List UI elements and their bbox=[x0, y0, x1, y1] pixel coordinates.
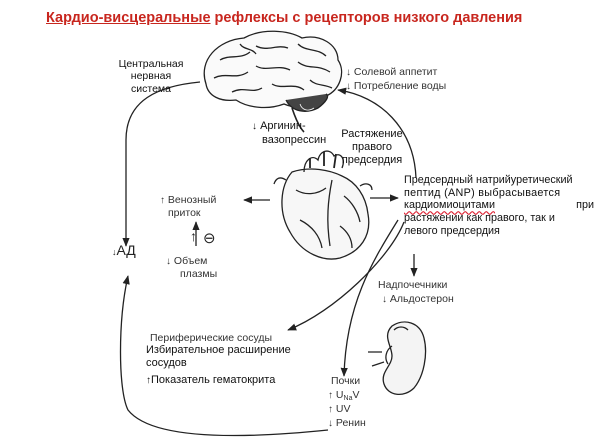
arrow-anp-to-vessels bbox=[287, 221, 405, 331]
venous-text-1: Венозный bbox=[167, 194, 217, 206]
stretch-line2: правого bbox=[352, 140, 392, 153]
plasma-volume-line1: ↓ Объем bbox=[166, 255, 207, 268]
down-arrow-icon: ↓ bbox=[166, 256, 171, 267]
renin-text: Ренин bbox=[335, 417, 366, 429]
uv-text: UV bbox=[335, 403, 351, 415]
up-arrow-icon: ↑ bbox=[160, 195, 165, 206]
kidney-uv: ↑ UV bbox=[328, 403, 351, 416]
water-intake-text: Потребление воды bbox=[353, 80, 447, 92]
down-arrow-icon: ↓ bbox=[252, 121, 257, 132]
blood-pressure-label: ↓АД bbox=[112, 242, 136, 258]
hematocrit-text: Показатель гематокрита bbox=[151, 374, 276, 386]
una-u: U bbox=[335, 389, 344, 401]
avp-label-line2: вазопрессин bbox=[262, 134, 327, 146]
stretch-line1: Растяжение bbox=[341, 128, 403, 140]
aldosterone-label: ↓ Альдостерон bbox=[382, 293, 454, 306]
title-part2: рефлексы с рецепторов низкого давления bbox=[210, 10, 523, 26]
anp-line2-text: пептид (ANP) выбрасывается bbox=[404, 186, 561, 199]
heart-illustration bbox=[273, 150, 373, 260]
arrow-cns-to-bp bbox=[122, 81, 201, 247]
anp-line2: пептид (ANP) выбрасывается bbox=[404, 187, 594, 200]
stretch-line3: предсердия bbox=[341, 153, 403, 166]
inhibition-sign: ⊖ bbox=[203, 230, 216, 247]
venous-return-line2: приток bbox=[168, 207, 201, 219]
cns-line2: нервная bbox=[130, 70, 172, 83]
down-arrow-icon: ↓ bbox=[328, 418, 333, 429]
diagram-title: Кардио-висцеральные рефлексы с рецепторо… bbox=[46, 10, 522, 27]
title-part1: Кардио-висцеральные bbox=[46, 10, 211, 26]
plasma-text-1: Объем bbox=[173, 255, 208, 267]
anp-line3-end: при bbox=[576, 199, 594, 212]
arrows bbox=[119, 81, 418, 437]
aldosterone-text: Альдостерон bbox=[389, 293, 454, 305]
arrow-kidney-to-bp bbox=[119, 275, 329, 437]
down-arrow-icon: ↓ bbox=[346, 81, 351, 92]
una-v: V bbox=[352, 389, 360, 401]
anp-description: Предсердный натрийуретический пептид (AN… bbox=[404, 174, 594, 238]
stretch-label: Растяжение правого предсердия bbox=[330, 128, 414, 167]
down-arrow-icon: ↓ bbox=[112, 247, 117, 257]
arrow-anp-to-kidney bbox=[340, 219, 399, 377]
plasma-volume-line2: плазмы bbox=[180, 268, 218, 280]
kidney-renin: ↓ Ренин bbox=[328, 417, 366, 430]
anp-line3: кардиомиоцитами при bbox=[404, 199, 594, 212]
up-arrow-icon: ↑ bbox=[328, 390, 333, 401]
salt-appetite-text: Солевой аппетит bbox=[353, 66, 438, 78]
kidney-title: Почки bbox=[331, 375, 361, 387]
arrow-stretch-to-cns bbox=[337, 87, 417, 179]
hematocrit-label: ↑Показатель гематокрита bbox=[146, 374, 275, 387]
anp-line3-text: кардиомиоцитами bbox=[404, 199, 496, 212]
kidney-illustration bbox=[368, 321, 427, 395]
adrenal-title: Надпочечники bbox=[378, 279, 448, 291]
feedback-up-arrow-icon: ↑ bbox=[190, 228, 197, 244]
down-arrow-icon: ↓ bbox=[382, 294, 387, 305]
vessels-dilation-line2: сосудов bbox=[146, 357, 187, 369]
anp-line1: Предсердный натрийуретический bbox=[404, 174, 573, 186]
salt-appetite: ↓ Солевой аппетит bbox=[346, 66, 437, 79]
down-arrow-icon: ↓ bbox=[346, 67, 351, 78]
avp-label-line1: ↓ Аргинин- bbox=[252, 120, 306, 133]
cns-line1: Центральная bbox=[118, 58, 184, 70]
vessels-title: Периферические сосуды bbox=[150, 332, 273, 344]
brain-illustration bbox=[203, 30, 343, 133]
vessels-dilation-line1: Избирательное расширение bbox=[146, 344, 291, 356]
up-arrow-icon: ↑ bbox=[328, 404, 333, 415]
avp-text-1: Аргинин- bbox=[260, 120, 306, 132]
water-intake: ↓ Потребление воды bbox=[346, 80, 446, 93]
cns-label: Центральная нервная система bbox=[106, 58, 196, 95]
cns-line3: система bbox=[131, 82, 171, 95]
anp-line5: левого предсердия bbox=[404, 224, 500, 237]
kidney-una-v: ↑ UNaV bbox=[328, 389, 359, 403]
venous-return-line1: ↑ Венозный bbox=[160, 194, 216, 207]
up-arrow-icon: ↑ bbox=[146, 375, 151, 386]
blood-pressure-text: АД bbox=[116, 242, 136, 258]
anp-line4: растяжении как правого, так и bbox=[404, 212, 555, 225]
una-sub: Na bbox=[343, 395, 353, 402]
